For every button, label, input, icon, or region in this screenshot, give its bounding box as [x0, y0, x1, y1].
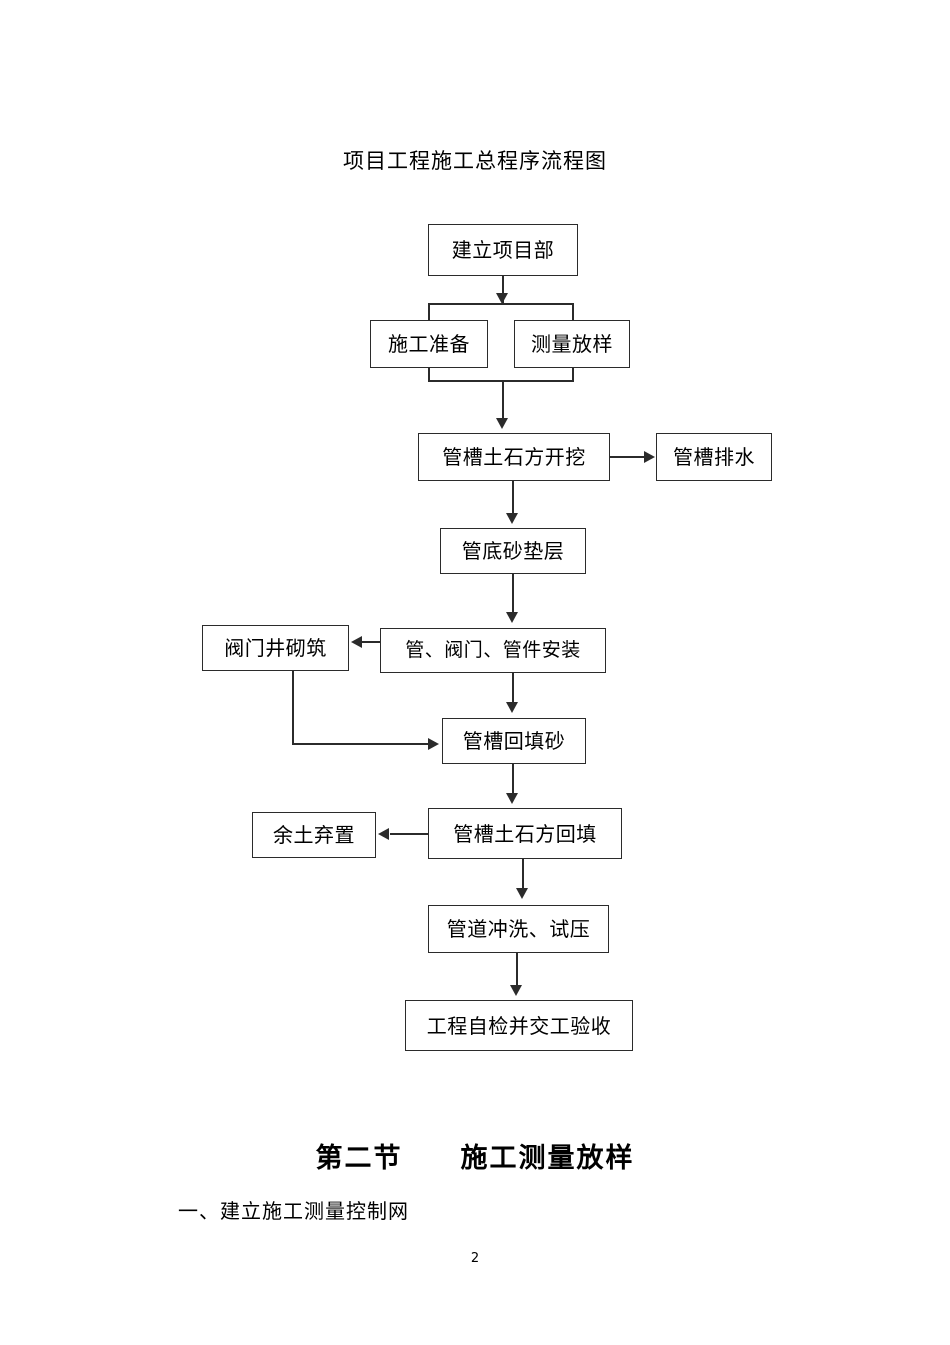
edge-excavation-to-bedding-arrowhead	[506, 513, 518, 524]
flow-node-pipe-bottom-sand-bedding[interactable]: 管底砂垫层	[440, 528, 586, 574]
sub-heading: 一、建立施工测量控制网	[178, 1199, 409, 1223]
flow-node-trench-earth-rock-excavation[interactable]: 管槽土石方开挖	[418, 433, 610, 481]
edge-flushing-to-acceptance-line	[516, 953, 518, 985]
edge-flushing-to-acceptance-arrowhead	[510, 985, 522, 996]
edge-earthbackfill-to-surplussoil-line	[390, 833, 428, 835]
edge-earthbackfill-to-flushing-line	[522, 859, 524, 890]
edge-valvewell-to-sandbackfill-arrowhead	[428, 738, 439, 750]
section-heading: 第二节 施工测量放样	[315, 1143, 635, 1174]
edge-valvewell-down-line	[292, 671, 294, 745]
edge-excavation-to-drainage-arrowhead	[644, 451, 655, 463]
edge-valvewell-right-line	[292, 743, 428, 745]
flow-node-establish-project-dept[interactable]: 建立项目部	[428, 224, 578, 276]
edge-merge-to-excavation-arrowhead	[496, 418, 508, 429]
edge-installation-to-sandbackfill-arrowhead	[506, 702, 518, 713]
flow-node-trench-earth-rock-backfill[interactable]: 管槽土石方回填	[428, 808, 622, 859]
edge-earthbackfill-to-flushing-arrowhead	[516, 888, 528, 899]
edge-bedding-to-installation-arrowhead	[506, 612, 518, 623]
edge-installation-to-valvewell-line	[362, 641, 386, 643]
construction-process-flowchart: 建立项目部 施工准备 测量放样 管槽土石方开挖 管槽排水 管底砂垫层 阀门井砌筑…	[202, 224, 772, 1051]
flow-node-valve-well-masonry[interactable]: 阀门井砌筑	[202, 625, 349, 671]
edge-sandbackfill-to-earthbackfill-arrowhead	[506, 793, 518, 804]
flow-node-trench-drainage[interactable]: 管槽排水	[656, 433, 772, 481]
edge-installation-to-valvewell-arrowhead	[351, 636, 362, 648]
edge-earthbackfill-to-surplussoil-arrowhead	[378, 828, 389, 840]
edge-excavation-to-drainage-line	[610, 456, 644, 458]
flow-node-pipe-valve-fitting-installation[interactable]: 管、阀门、管件安装	[380, 628, 606, 673]
edge-bedding-to-installation-line	[512, 574, 514, 612]
edge-merge-to-excavation-line	[502, 380, 504, 418]
flow-node-self-inspection-handover-acceptance[interactable]: 工程自检并交工验收	[405, 1000, 633, 1051]
flow-node-surplus-soil-disposal[interactable]: 余土弃置	[252, 812, 376, 858]
flow-node-survey-setting-out[interactable]: 测量放样	[514, 320, 630, 368]
edge-excavation-to-bedding-line	[512, 481, 514, 513]
flow-node-construction-preparation[interactable]: 施工准备	[370, 320, 488, 368]
flow-node-trench-sand-backfill[interactable]: 管槽回填砂	[442, 718, 586, 764]
page-title: 项目工程施工总程序流程图	[343, 149, 607, 173]
edge-merge-horizontal-bar	[428, 380, 574, 382]
page-number: 2	[470, 1251, 480, 1266]
edge-establish-to-split-arrowhead	[496, 293, 508, 304]
edge-split-horizontal-bar	[428, 303, 574, 305]
edge-sandbackfill-to-earthbackfill-line	[512, 764, 514, 795]
flow-node-pipeline-flushing-pressure-test[interactable]: 管道冲洗、试压	[428, 905, 609, 953]
edge-installation-to-sandbackfill-line	[512, 673, 514, 702]
edge-establish-to-split-line	[502, 276, 504, 304]
